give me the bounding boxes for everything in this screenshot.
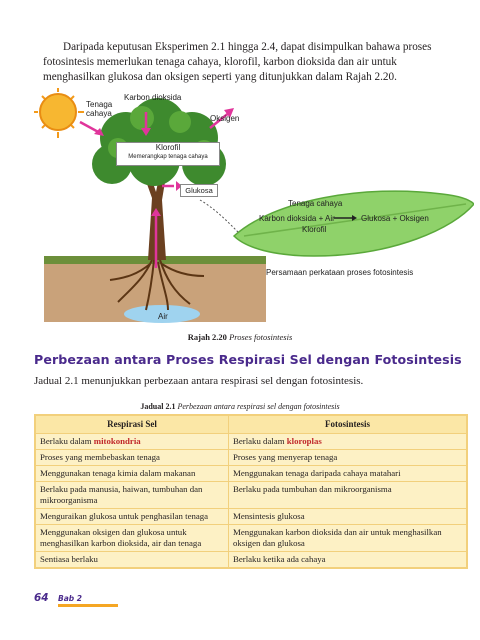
table-row: Berlaku pada manusia, haiwan, tumbuhan d… — [34, 481, 468, 509]
figure-caption: Rajah 2.20 Proses fotosintesis — [0, 332, 480, 342]
label-air: Air — [158, 312, 168, 321]
equation-arrow-head — [352, 215, 357, 221]
label-tenaga-cahaya: Tenaga cahaya — [86, 100, 112, 118]
equation-reactants: Karbon dioksida + Air — [259, 214, 335, 223]
footer-rule — [58, 604, 118, 607]
table-row: Sentiasa berlaku Berlaku ketika ada caha… — [34, 551, 468, 569]
cell-respirasi: Berlaku pada manusia, haiwan, tumbuhan d… — [34, 481, 229, 509]
label-karbon-dioksida: Karbon dioksida — [124, 93, 182, 102]
figure-caption-text: Proses fotosintesis — [229, 332, 293, 342]
equation-energy: Tenaga cahaya — [288, 199, 343, 208]
intro-paragraph: Daripada keputusan Eksperimen 2.1 hingga… — [43, 41, 432, 83]
cell-fotosintesis: Berlaku ketika ada cahaya — [228, 551, 468, 569]
cell-text: Berlaku dalam — [233, 436, 287, 446]
cell-respirasi: Menguraikan glukosa untuk penghasilan te… — [34, 508, 229, 525]
table-row: Menggunakan tenaga kimia dalam makanan M… — [34, 465, 468, 482]
cell-respirasi: Sentiasa berlaku — [34, 551, 229, 569]
cell-fotosintesis: Mensintesis glukosa — [228, 508, 468, 525]
section-heading: Perbezaan antara Proses Respirasi Sel de… — [34, 352, 462, 367]
arrow-heads — [94, 108, 234, 216]
water-pool — [124, 305, 200, 323]
cell-fotosintesis: Proses yang menyerap tenaga — [228, 449, 468, 466]
glukosa-box: Glukosa — [180, 184, 218, 197]
equation-caption: Persamaan perkataan proses fotosintesis — [266, 268, 414, 277]
leaf-midrib — [243, 203, 467, 237]
leaf-connector — [199, 199, 239, 233]
chapter-label: Bab 2 — [58, 594, 82, 603]
cell-respirasi: Menggunakan tenaga kimia dalam makanan — [34, 465, 229, 482]
equation-products: Glukosa + Oksigen — [361, 214, 429, 223]
table-caption-number: Jadual 2.1 — [140, 402, 176, 411]
cell-text: Berlaku dalam — [40, 436, 94, 446]
leaf — [232, 190, 474, 257]
highlight-mitokondria: mitokondria — [93, 436, 141, 446]
table-caption: Jadual 2.1 Perbezaan antara respirasi se… — [0, 402, 480, 411]
cell-respirasi: Menggunakan oksigen dan glukosa untuk me… — [34, 524, 229, 552]
page-footer: 64 Bab 2 — [34, 592, 154, 608]
figure-illustration — [34, 88, 474, 323]
comparison-table: Respirasi Sel Fotosintesis Berlaku dalam… — [34, 414, 468, 569]
table-row: Menggunakan oksigen dan glukosa untuk me… — [34, 524, 468, 552]
header-respirasi: Respirasi Sel — [34, 414, 229, 434]
cell-fotosintesis: Menggunakan karbon dioksida dan air untu… — [228, 524, 468, 552]
equation-catalyst: Klorofil — [302, 225, 327, 234]
roots — [109, 259, 205, 311]
header-fotosintesis: Fotosintesis — [228, 414, 468, 434]
sun-disc — [39, 93, 77, 131]
label-oksigen: Oksigen — [210, 114, 240, 123]
table-header-row: Respirasi Sel Fotosintesis — [34, 414, 468, 434]
highlight-kloroplas: kloroplas — [286, 436, 322, 446]
table-row: Menguraikan glukosa untuk penghasilan te… — [34, 508, 468, 525]
cell-fotosintesis: Berlaku dalam kloroplas — [228, 433, 468, 450]
klorofil-title: Klorofil — [155, 143, 181, 152]
table-row: Berlaku dalam mitokondria Berlaku dalam … — [34, 433, 468, 450]
klorofil-box: Klorofil Memerangkap tenaga cahaya — [116, 142, 220, 166]
klorofil-subtitle: Memerangkap tenaga cahaya — [128, 154, 208, 160]
section-paragraph: Jadual 2.1 menunjukkan perbezaan antara … — [34, 375, 364, 387]
cell-respirasi: Proses yang membebaskan tenaga — [34, 449, 229, 466]
page-number: 64 — [34, 592, 49, 604]
figure-caption-number: Rajah 2.20 — [187, 332, 227, 342]
cell-respirasi: Berlaku dalam mitokondria — [34, 433, 229, 450]
cell-fotosintesis: Menggunakan tenaga daripada cahaya matah… — [228, 465, 468, 482]
table-caption-text: Perbezaan antara respirasi sel dengan fo… — [177, 402, 340, 411]
photosynthesis-figure: Tenaga cahaya Karbon dioksida Oksigen Kl… — [34, 88, 474, 328]
table-row: Proses yang membebaskan tenaga Proses ya… — [34, 449, 468, 466]
label-tenaga-cahaya-text: Tenaga cahaya — [86, 100, 113, 118]
cell-fotosintesis: Berlaku pada tumbuhan dan mikroorganisma — [228, 481, 468, 509]
